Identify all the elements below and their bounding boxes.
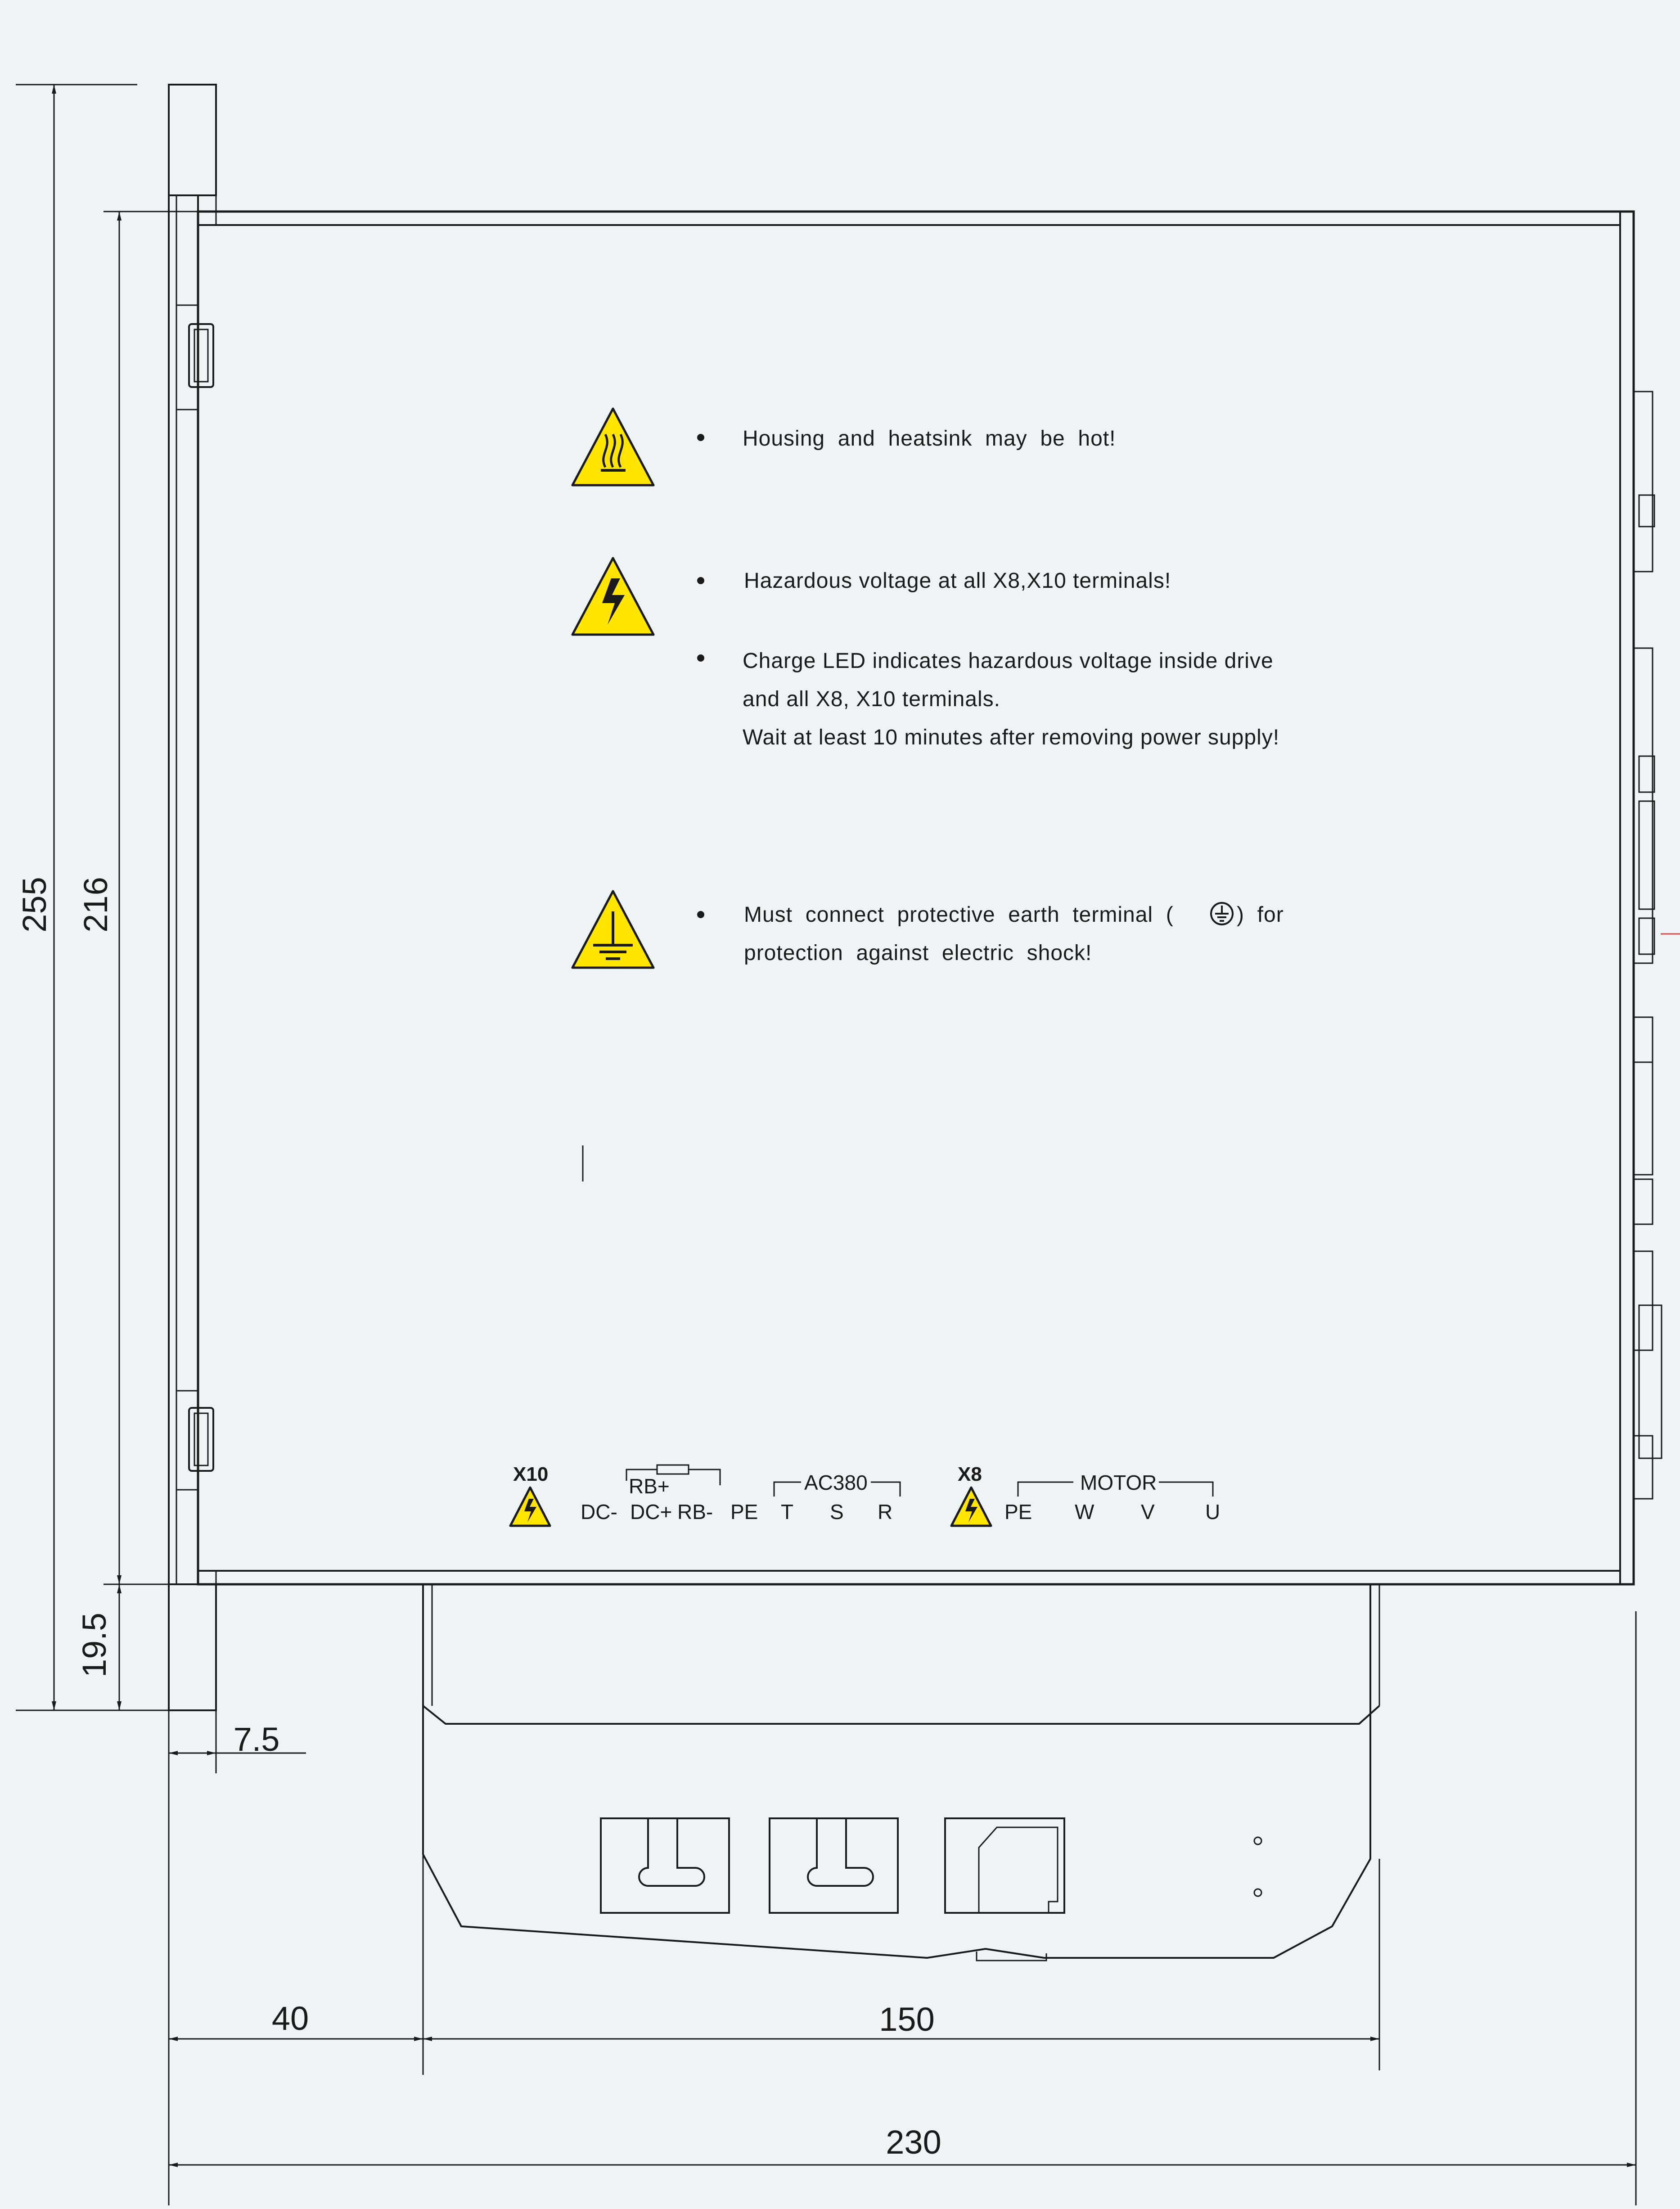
warning-voltage: Hazardous voltage at all X8,X10 terminal… — [697, 569, 1171, 593]
dim-230: 230 — [886, 2123, 941, 2161]
motor-label: MOTOR — [1080, 1471, 1157, 1494]
dimension-lines — [16, 84, 1637, 2205]
pin-v: V — [1141, 1500, 1155, 1524]
pin-pe-x8: PE — [1004, 1500, 1032, 1524]
warning-charge-line3: Wait at least 10 minutes after removing … — [743, 726, 1279, 749]
high-voltage-icon — [571, 557, 655, 636]
pin-t: T — [781, 1500, 793, 1524]
dim-255: 255 — [16, 877, 53, 932]
pin-rb-minus: RB- — [677, 1500, 713, 1524]
bottom-bracket — [422, 1584, 1380, 1961]
dim-19-5: 19.5 — [76, 1613, 113, 1677]
hot-surface-icon — [571, 407, 655, 487]
terminal-x10: X10 DC- DC+ RB- PE T S R RB+ AC380 — [509, 1463, 901, 1527]
warning-charge-line1: Charge LED indicates hazardous voltage i… — [743, 649, 1274, 673]
dim-150: 150 — [879, 2001, 934, 2038]
warning-hot: Housing and heatsink may be hot! — [697, 427, 1116, 451]
warning-earth: Must connect protective earth terminal (… — [697, 902, 1284, 965]
side-connectors — [1633, 391, 1680, 1500]
rb-plus-label: RB+ — [629, 1474, 670, 1498]
warning-charge-line2: and all X8, X10 terminals. — [743, 687, 1000, 711]
dim-216: 216 — [77, 877, 114, 932]
warning-earth-line1b: ) for — [1237, 903, 1284, 927]
dimension-labels: 255 216 19.5 7.5 40 150 230 — [16, 877, 941, 2161]
mounting-plate — [168, 84, 217, 1711]
x8-label: X8 — [958, 1463, 982, 1485]
dim-40: 40 — [272, 2000, 309, 2037]
pin-w: W — [1075, 1500, 1094, 1524]
pin-u: U — [1205, 1500, 1220, 1524]
warning-earth-line1a: Must connect protective earth terminal ( — [744, 903, 1174, 927]
pin-pe-x10: PE — [730, 1500, 758, 1524]
pin-s: S — [830, 1500, 844, 1524]
pin-r: R — [878, 1500, 892, 1524]
earth-symbol-icon — [1210, 902, 1234, 925]
pin-dc-minus: DC- — [581, 1500, 617, 1524]
warning-charge-led: Charge LED indicates hazardous voltage i… — [697, 649, 1279, 749]
terminal-x8: X8 PE W V U MOTOR — [950, 1463, 1220, 1527]
x10-label: X10 — [513, 1463, 548, 1485]
warning-voltage-text: Hazardous voltage at all X8,X10 terminal… — [744, 569, 1171, 593]
pin-dc-plus: DC+ — [630, 1500, 672, 1524]
x8-warning-icon — [950, 1486, 992, 1527]
ground-icon — [571, 890, 655, 969]
ac380-label: AC380 — [804, 1471, 868, 1494]
warning-hot-text: Housing and heatsink may be hot! — [743, 427, 1116, 451]
x10-warning-icon — [509, 1486, 551, 1527]
warning-earth-line2: protection against electric shock! — [744, 941, 1092, 965]
dim-7-5: 7.5 — [234, 1721, 280, 1758]
drive-housing — [197, 210, 1635, 1586]
